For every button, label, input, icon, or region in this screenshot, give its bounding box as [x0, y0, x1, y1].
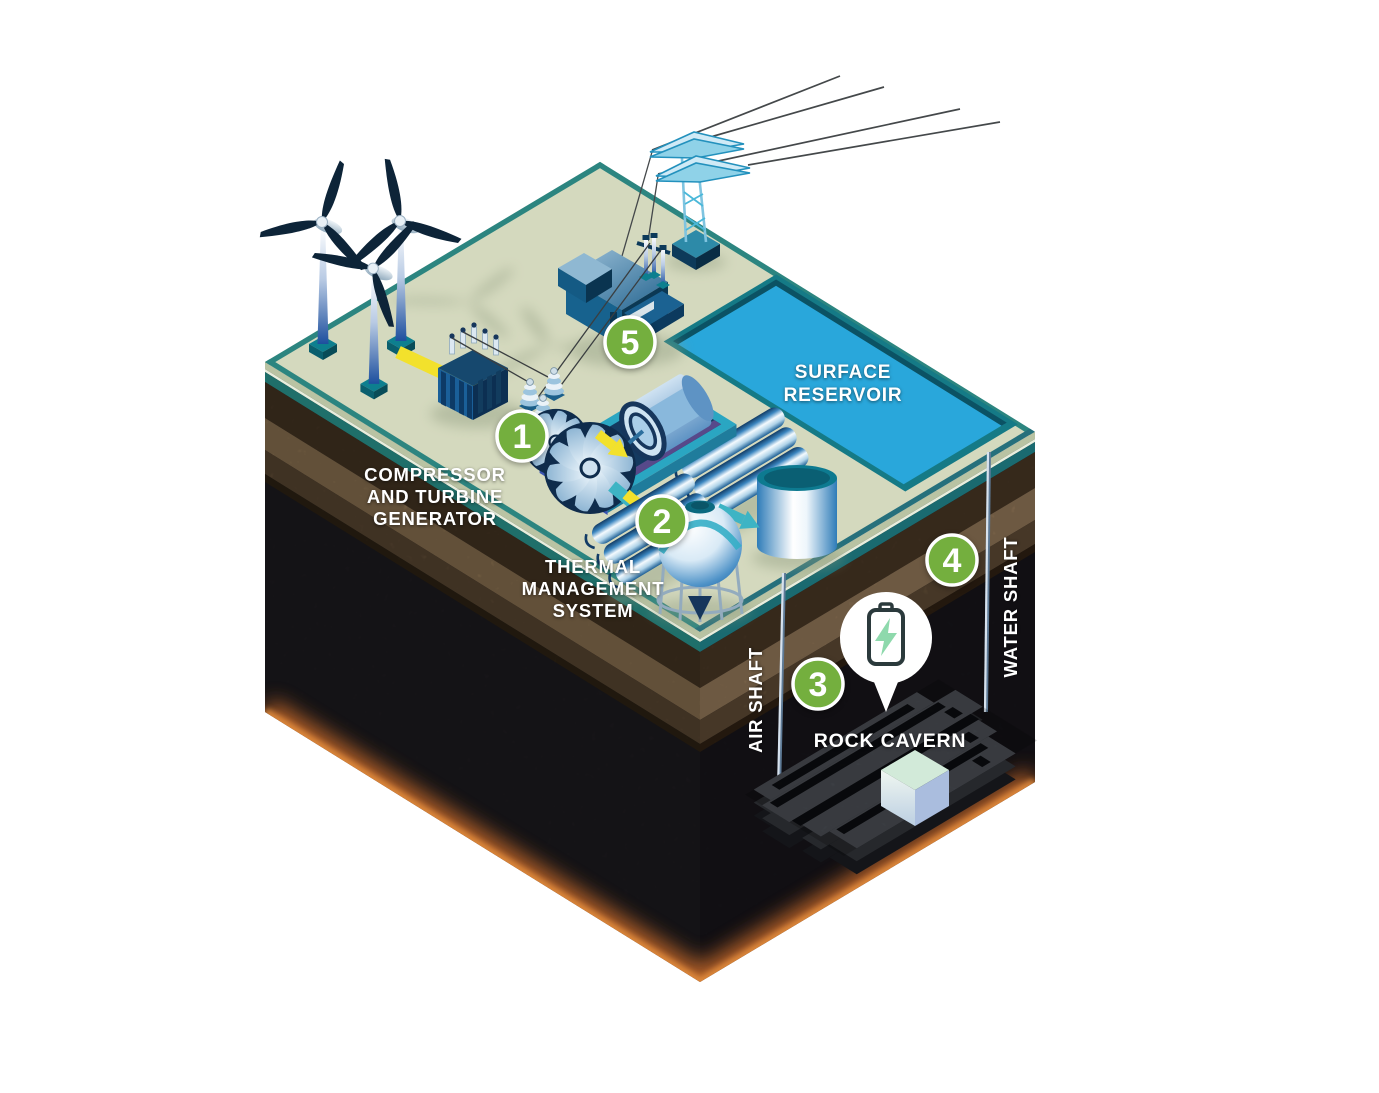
lightning-bolt-icon [875, 618, 897, 656]
pole [656, 245, 670, 289]
water-shaft-line [983, 451, 991, 713]
turbine-tower [395, 225, 407, 341]
step-marker-1: 1 [495, 409, 549, 463]
flow-arrow-fan-to-drum [594, 430, 628, 458]
turbine-shadow [391, 267, 515, 338]
air-tank [693, 427, 797, 498]
air-shaft-line [776, 572, 786, 793]
sphere-funnel [688, 596, 712, 620]
building-annex [558, 253, 612, 303]
air-shaft-label: AIR SHAFT [745, 647, 766, 753]
reservoir-water [675, 282, 1005, 485]
storage-cylinder-tank [757, 465, 837, 559]
turbine-drum [619, 374, 714, 461]
step-marker-2: 2 [635, 494, 689, 548]
pit-side-wall [607, 424, 737, 513]
insulator [543, 367, 565, 401]
wind-turbine [351, 158, 462, 357]
reservoir-inner-rim [673, 279, 1007, 426]
tower-base [672, 230, 720, 270]
turbine-rotor [311, 220, 416, 327]
wind-turbine [311, 220, 416, 400]
thermal-sphere [656, 500, 744, 622]
water-shaft-label: WATER SHAFT [1000, 536, 1021, 677]
thermal-label-line3: SYSTEM [553, 600, 634, 621]
turbine-tower [368, 271, 380, 384]
transformer-fins-left [438, 368, 473, 420]
reservoir-label-line2: RESERVOIR [784, 385, 903, 406]
rock-cavern-label: ROCK CAVERN [814, 730, 967, 752]
insulator [519, 378, 541, 412]
step-marker-5: 5 [603, 315, 657, 369]
step-number-1: 1 [513, 418, 532, 456]
step-number-3: 3 [809, 666, 828, 704]
turbine-tower [317, 226, 329, 344]
tank-end-caps [584, 533, 619, 589]
step-markers: 1 2 3 4 5 [495, 315, 979, 711]
labels: COMPRESSOR AND TURBINE GENERATOR THERMAL… [364, 362, 1021, 753]
rock-texture-left [265, 382, 700, 982]
wind-turbines [259, 158, 462, 400]
transformer-fins-right [473, 368, 508, 420]
step-number-4: 4 [943, 542, 962, 580]
tower-crossarms [649, 131, 751, 183]
thermal-label-line1: THERMAL [545, 556, 641, 577]
compressor-label-line2: AND TURBINE [367, 486, 503, 507]
compressor-label-line1: COMPRESSOR [364, 464, 506, 485]
step-number-5: 5 [621, 324, 640, 362]
step-marker-3: 3 [791, 657, 845, 711]
rock-cavern [745, 679, 1038, 875]
cavern-storage-box [881, 750, 949, 826]
transmission-tower [649, 131, 751, 270]
battery-callout [840, 592, 932, 712]
transformer [438, 322, 508, 420]
battery-charging-icon [867, 602, 905, 666]
reservoir-label-line1: SURFACE [795, 362, 891, 383]
surface-reservoir [663, 274, 1018, 492]
step-number-2: 2 [653, 503, 672, 541]
turbine-rotor [351, 158, 462, 266]
compressor-label-line3: GENERATOR [373, 508, 497, 529]
air-tank [682, 407, 785, 478]
thermal-label-line2: MANAGEMENT [522, 578, 665, 599]
pole [647, 233, 661, 279]
flow-arrow-to-tank [715, 503, 760, 529]
step-marker-4: 4 [925, 533, 979, 587]
